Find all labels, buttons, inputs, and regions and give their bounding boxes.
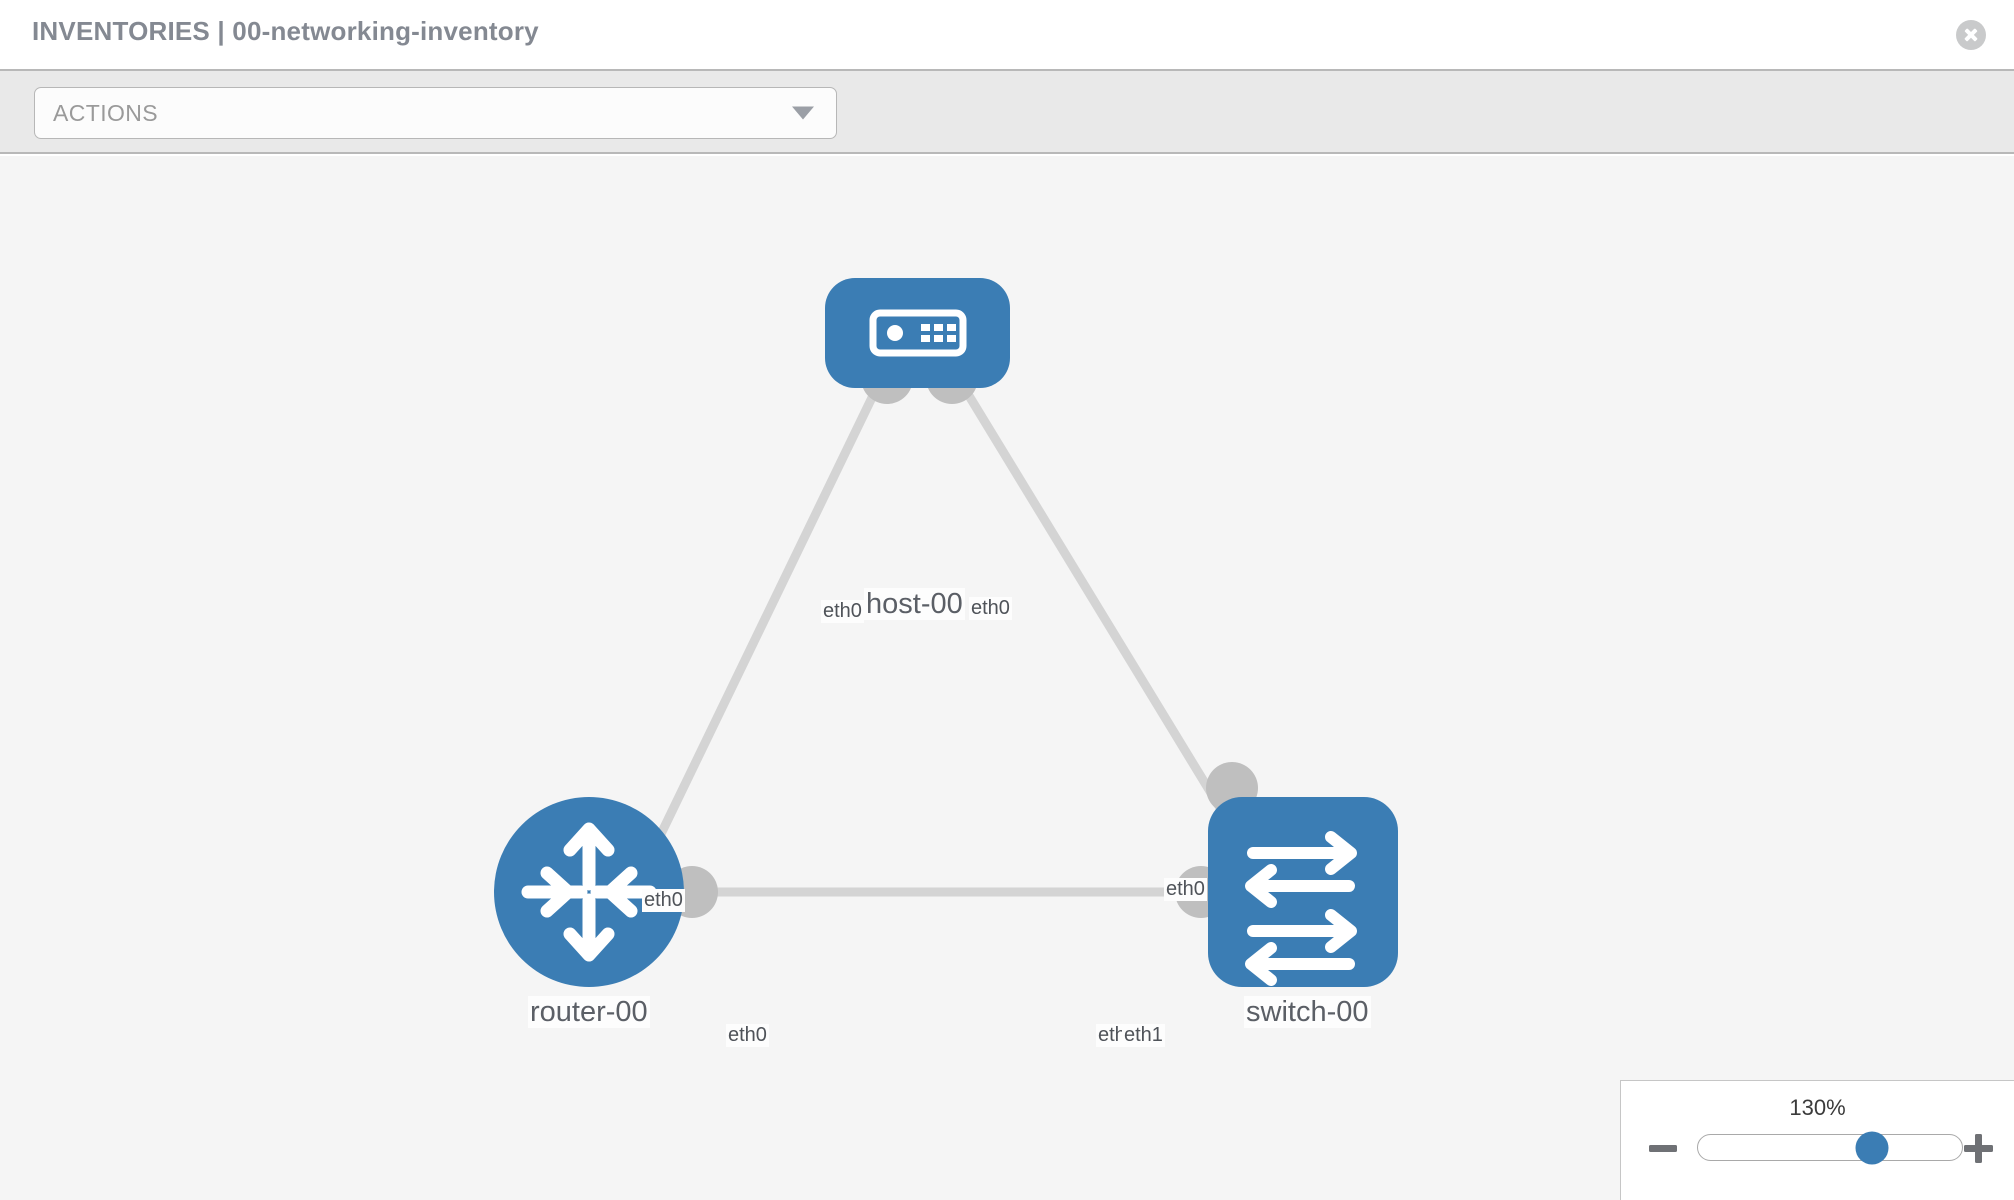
iface-label-router-east: eth0: [726, 1024, 769, 1047]
chevron-down-icon: [792, 106, 814, 120]
actions-dropdown[interactable]: ACTIONS: [34, 87, 837, 139]
topology-links: [655, 378, 1229, 897]
iface-label-switch-west-under: eth: [1096, 1024, 1128, 1047]
node-switch-00: [1208, 797, 1398, 987]
switch-arrows-icon: [1245, 831, 1357, 986]
iface-label-host-left: eth0: [821, 600, 864, 623]
close-icon[interactable]: [1956, 20, 1986, 50]
link-host-router: [655, 379, 885, 838]
topology-graph: [494, 278, 1398, 987]
node-label-host-00: host-00: [864, 588, 965, 621]
iface-label-host-right: eth0: [969, 597, 1012, 620]
zoom-control-panel: 130%: [1620, 1080, 2014, 1200]
node-label-switch-00: switch-00: [1244, 996, 1371, 1029]
router-arrows-icon: [521, 822, 657, 962]
link-host-switch: [956, 378, 1229, 819]
zoom-out-button[interactable]: [1647, 1131, 1681, 1165]
node-label-router-00: router-00: [528, 996, 650, 1029]
zoom-in-button[interactable]: [1962, 1131, 1996, 1165]
node-router-00: [494, 797, 684, 987]
zoom-slider[interactable]: [1697, 1131, 1963, 1164]
topology-canvas[interactable]: host-00 router-00 switch-00 eth0 eth0 et…: [0, 156, 2014, 1200]
toolbar: ACTIONS SEARCH: [0, 69, 2014, 208]
zoom-slider-handle[interactable]: [1855, 1131, 1889, 1164]
zoom-level-value: 130%: [1789, 1095, 1846, 1120]
page-header: INVENTORIES | 00-networking-inventory: [0, 0, 2014, 69]
iface-label-router-north: eth0: [642, 889, 685, 912]
actions-dropdown-label: ACTIONS: [53, 99, 159, 126]
node-host-00: [825, 278, 1010, 388]
iface-label-switch-north: eth0: [1164, 878, 1207, 901]
server-icon: [869, 309, 967, 357]
page-title: INVENTORIES | 00-networking-inventory: [32, 16, 539, 46]
iface-label-switch-west: eth1: [1122, 1024, 1165, 1047]
